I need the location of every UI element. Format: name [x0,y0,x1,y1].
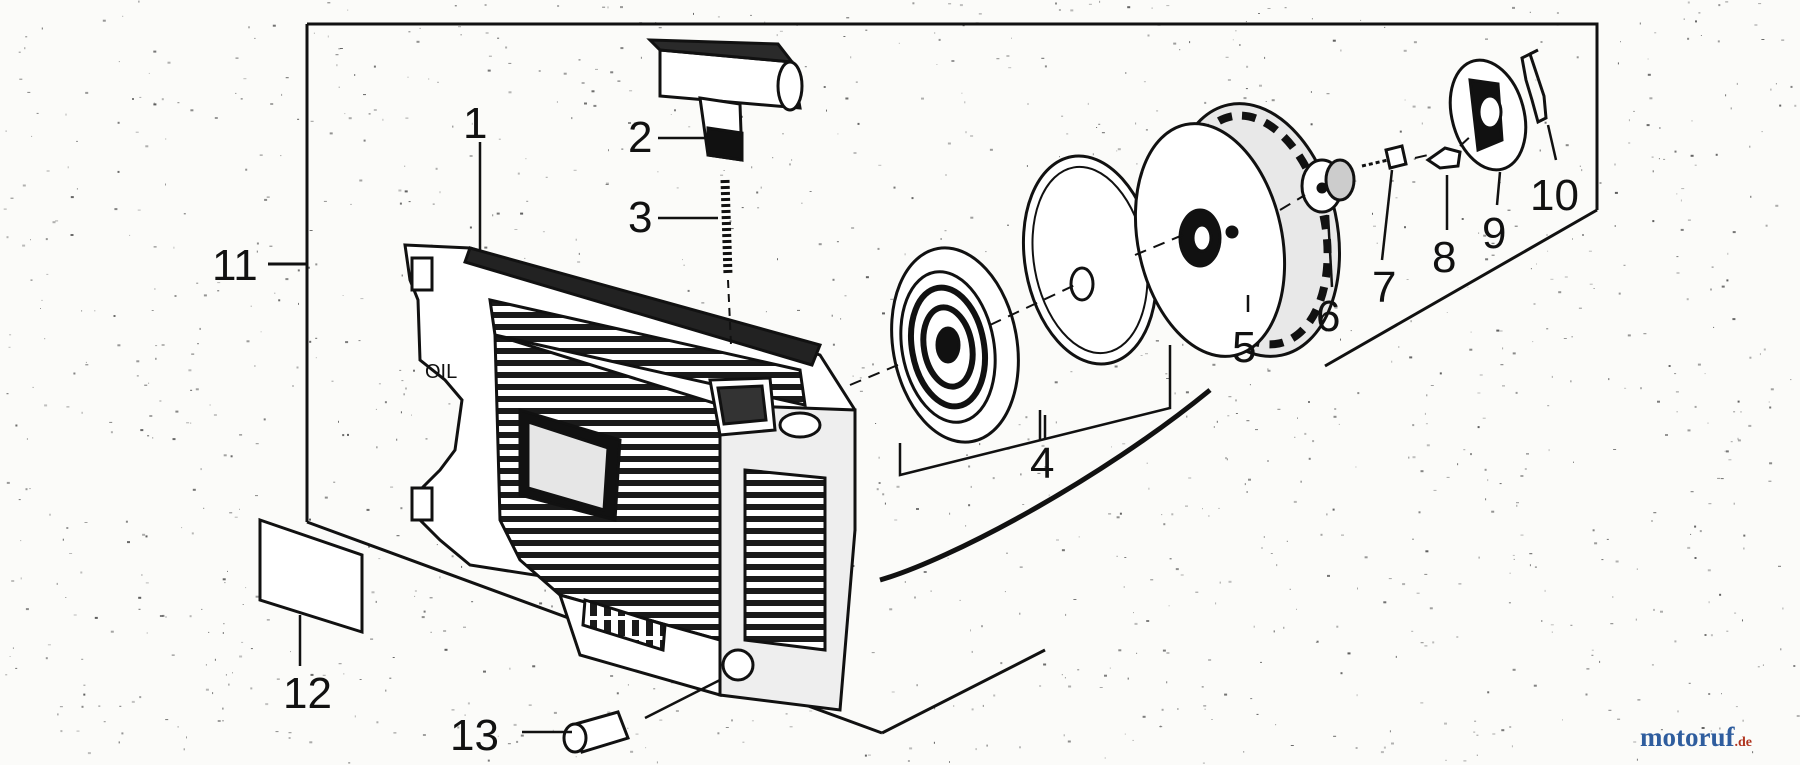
pawl [1425,146,1462,170]
watermark: motoruf.de [1640,722,1752,752]
part-label-4: 4 [1030,439,1054,488]
spring-clip [1520,48,1548,125]
starter-housing: OIL [403,243,857,712]
part-label-13: 13 [450,711,499,760]
mounting-bolt [562,710,630,754]
part-label-9: 9 [1482,209,1506,258]
part-label-6: 6 [1316,292,1340,341]
part-label-11: 11 [212,241,258,290]
leader-lines [298,124,1558,734]
label-plate [258,517,364,635]
svg-text:OIL: OIL [425,361,457,383]
watermark-brand: motoruf [1640,722,1735,752]
part-label-12: 12 [283,669,332,718]
part-label-10: 10 [1530,171,1579,220]
part-label-3: 3 [628,193,652,242]
part-label-5: 5 [1232,323,1256,372]
rewind-spring-assembly [890,154,1159,444]
starter-handle [646,38,804,162]
part-label-7: 7 [1372,263,1396,312]
ratchet-plate [1448,58,1528,172]
drive-cable [879,388,1212,583]
part-label-2: 2 [628,113,652,162]
part-number-labels: 1 2 3 4 5 6 7 8 9 10 11 12 13 [212,99,1579,760]
assembly-axes [849,134,1473,386]
watermark-suffix: .de [1734,735,1752,750]
washer [1300,158,1356,214]
part4-bracket [898,345,1172,477]
part-label-8: 8 [1432,233,1456,282]
pawl-screw [1361,144,1408,170]
starter-rope [720,179,733,346]
part-label-1: 1 [463,99,487,148]
